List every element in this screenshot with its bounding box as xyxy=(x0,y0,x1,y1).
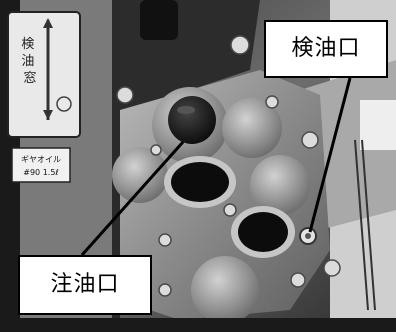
bottom-frame xyxy=(0,318,396,332)
right-highlight xyxy=(360,100,396,150)
inspection-plug xyxy=(299,227,317,245)
bolts xyxy=(116,35,341,297)
housing-lobe-bottom xyxy=(191,256,259,324)
inspection-leader-line xyxy=(308,77,352,233)
oil-window-lower xyxy=(238,212,288,252)
housing-lobe-left xyxy=(112,147,168,203)
gear-oil-sticker: ギヤオイル #90 1.5ℓ xyxy=(11,147,71,183)
sticker-oil-amount: #90 1.5ℓ xyxy=(23,168,58,177)
fill-cap xyxy=(168,96,216,144)
hose xyxy=(140,0,178,40)
sticker-top-text: 検 油 窓 xyxy=(21,37,38,86)
housing-lobe-right xyxy=(222,98,282,158)
fill-leader-line xyxy=(80,141,185,256)
fill-port-label: 注油口 xyxy=(18,255,152,315)
inspection-window-sticker: 検 油 窓 xyxy=(7,11,81,138)
oil-window-upper xyxy=(171,162,229,202)
inspection-port-label: 検油口 xyxy=(264,20,388,78)
chain xyxy=(354,139,376,311)
sticker-oil-type: ギヤオイル xyxy=(21,155,61,164)
housing-lobe-lower-right xyxy=(250,155,310,215)
